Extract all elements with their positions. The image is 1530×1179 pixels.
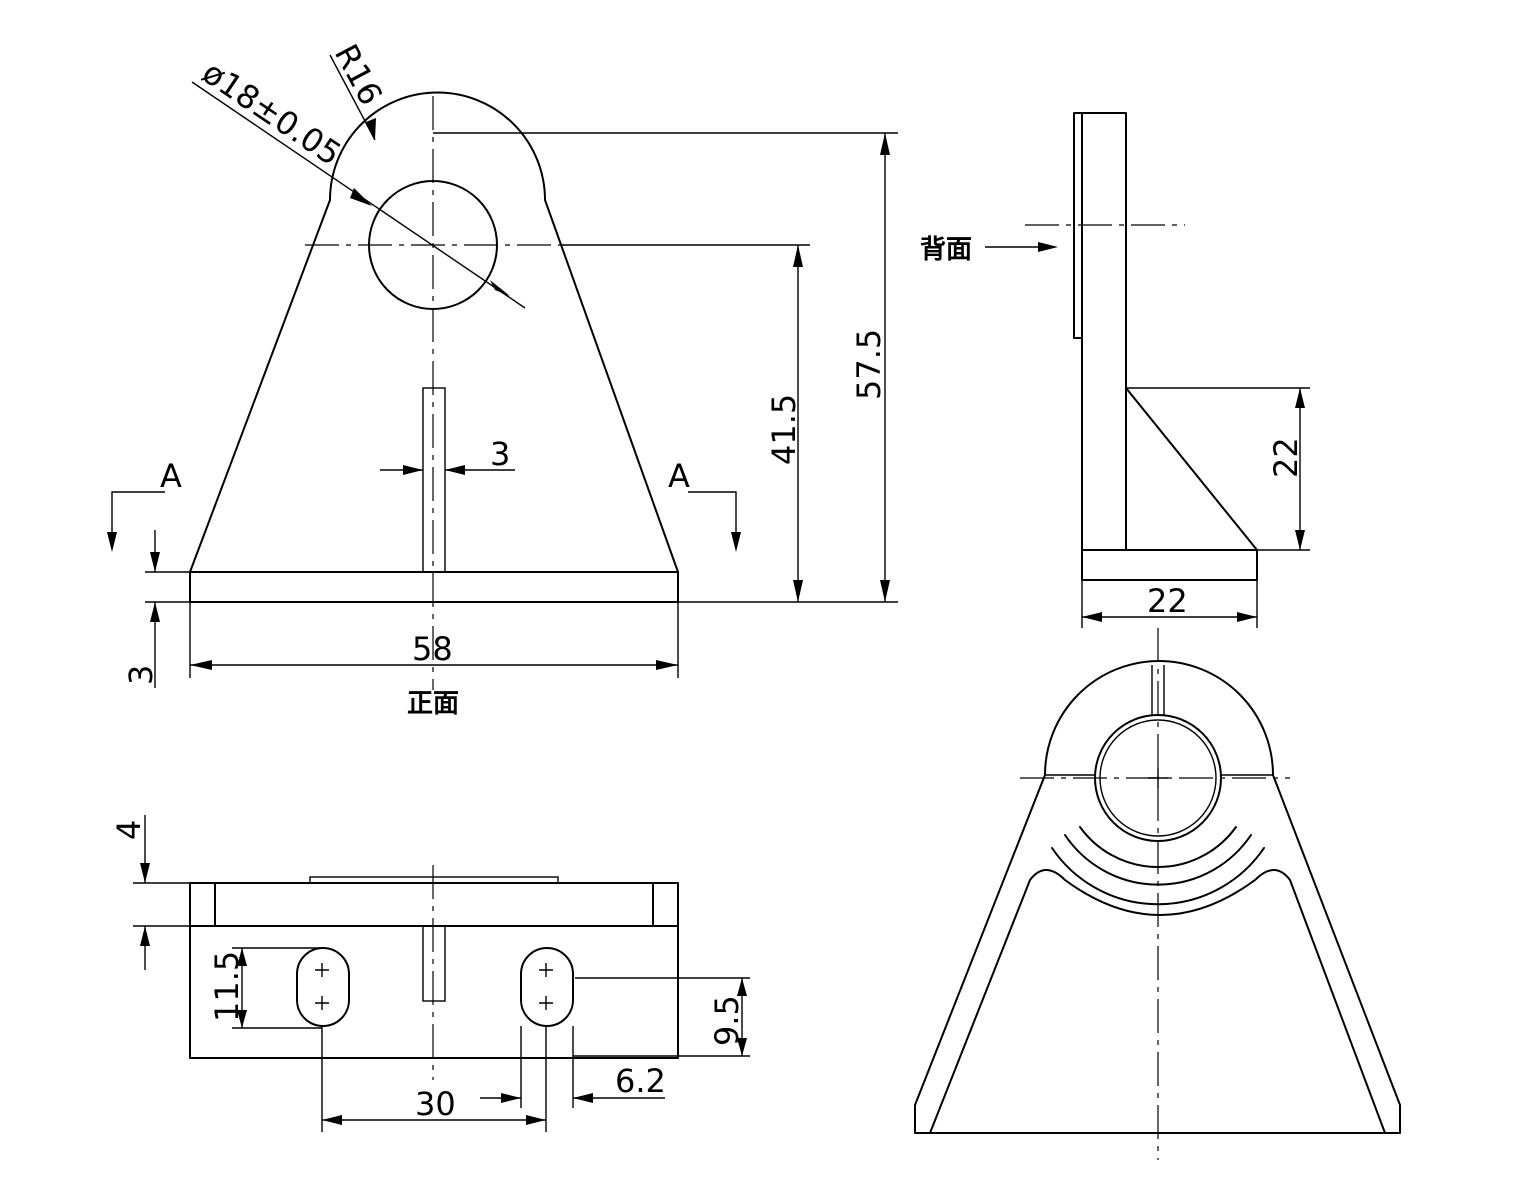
svg-text:A: A bbox=[160, 457, 182, 495]
left-mounting-slot bbox=[296, 947, 350, 1027]
slot-width-label: 6.2 bbox=[615, 1062, 666, 1100]
dim-slot-left: 11.5 bbox=[208, 947, 322, 1029]
dim-slot-width: 6.2 bbox=[480, 1026, 666, 1108]
rib-height-label: 22 bbox=[1267, 437, 1305, 478]
side-view bbox=[1025, 112, 1258, 581]
dim-rib-height: 22 bbox=[1126, 387, 1310, 551]
dim-rib-thickness: 3 bbox=[380, 435, 515, 475]
dim-slot-pitch: 30 bbox=[321, 1026, 547, 1132]
slot-right-label: 9.5 bbox=[708, 995, 746, 1046]
front-hole-callouts: ø18±0.05 R16 bbox=[191, 38, 526, 309]
front-rib bbox=[422, 387, 446, 573]
dim-flange: 4 bbox=[110, 815, 190, 970]
radius-label: R16 bbox=[327, 38, 390, 111]
front-base-plate bbox=[189, 571, 679, 603]
front-outline bbox=[189, 91, 679, 573]
dim-slot-right: 9.5 bbox=[573, 977, 750, 1057]
front-view bbox=[189, 91, 679, 690]
section-mark-left: A bbox=[107, 457, 182, 552]
dim-total-height: 57.5 bbox=[433, 132, 898, 603]
dim-width-58: 58 bbox=[189, 602, 679, 678]
isometric-view bbox=[914, 628, 1401, 1160]
dim-base-thickness: 3 bbox=[122, 530, 190, 688]
back-view-label: 背面 bbox=[920, 235, 972, 265]
slot-left-label: 11.5 bbox=[208, 951, 246, 1022]
width-label: 58 bbox=[412, 630, 453, 668]
svg-text:A: A bbox=[668, 457, 690, 495]
rib-thickness-label: 3 bbox=[490, 435, 510, 473]
total-height-label: 57.5 bbox=[850, 329, 888, 400]
dim-side-depth: 22 bbox=[1081, 580, 1258, 628]
right-mounting-slot bbox=[520, 947, 574, 1027]
slot-pitch-label: 30 bbox=[415, 1085, 456, 1123]
back-view-callout: 背面 bbox=[920, 235, 1058, 265]
center-height-label: 41.5 bbox=[765, 394, 803, 465]
top-view bbox=[189, 865, 679, 1080]
flange-label: 4 bbox=[110, 820, 148, 840]
section-mark-right: A bbox=[668, 457, 741, 552]
hole-diameter-label: ø18±0.05 bbox=[196, 53, 349, 173]
front-view-label: 正面 bbox=[407, 689, 459, 719]
side-depth-label: 22 bbox=[1147, 582, 1188, 620]
dim-center-height: 41.5 bbox=[560, 244, 810, 602]
base-thickness-label: 3 bbox=[122, 665, 160, 685]
